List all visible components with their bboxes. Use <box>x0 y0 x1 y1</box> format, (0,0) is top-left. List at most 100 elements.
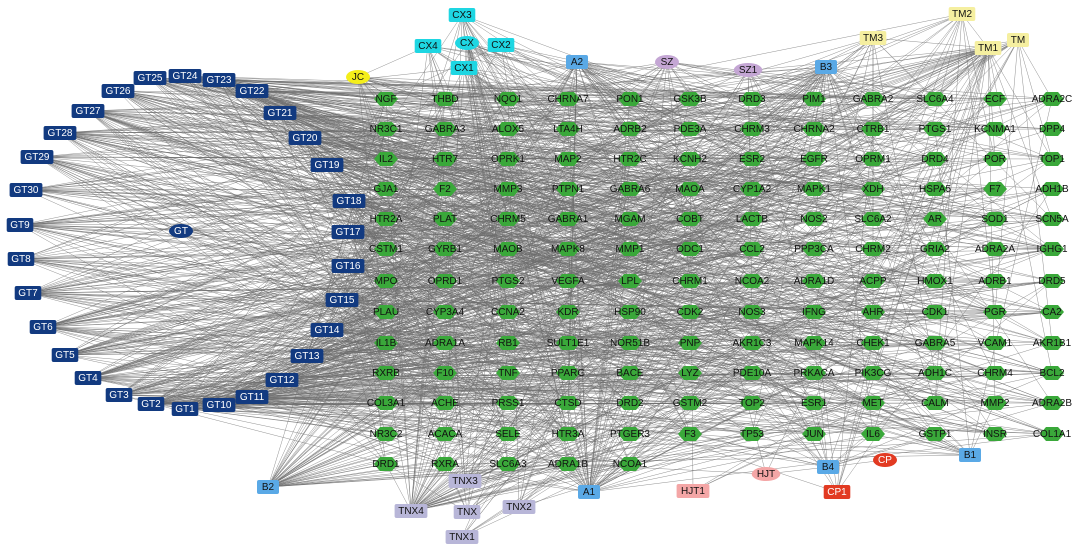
node-NCOA2[interactable]: NCOA2 <box>735 274 770 288</box>
node-GT14[interactable]: GT14 <box>310 323 344 337</box>
node-CTSD[interactable]: CTSD <box>554 396 582 410</box>
node-TNX3[interactable]: TNX3 <box>448 474 482 488</box>
node-INSR[interactable]: INSR <box>983 427 1007 441</box>
node-GSTM2[interactable]: GSTM2 <box>673 396 708 410</box>
node-JUN[interactable]: JUN <box>802 427 826 441</box>
node-MAP2[interactable]: MAP2 <box>554 152 582 166</box>
node-DPP4[interactable]: DPP4 <box>1039 122 1066 136</box>
node-CHRM4[interactable]: CHRM4 <box>977 366 1013 380</box>
node-GT4[interactable]: GT4 <box>74 371 102 385</box>
node-ESR1[interactable]: ESR1 <box>801 396 828 410</box>
node-PNP[interactable]: PNP <box>678 336 702 350</box>
node-GT11[interactable]: GT11 <box>235 390 269 404</box>
node-GABRA1[interactable]: GABRA1 <box>548 212 589 226</box>
node-PRKACA[interactable]: PRKACA <box>793 366 835 380</box>
node-F10[interactable]: F10 <box>433 366 457 380</box>
node-EGFR[interactable]: EGFR <box>800 152 828 166</box>
node-GT30[interactable]: GT30 <box>9 183 43 197</box>
node-GABRA5[interactable]: GABRA5 <box>915 336 956 350</box>
node-MMP2[interactable]: MMP2 <box>981 396 1010 410</box>
node-GT21[interactable]: GT21 <box>263 106 297 120</box>
node-IL1B[interactable]: IL1B <box>374 336 398 350</box>
node-MET[interactable]: MET <box>861 396 885 410</box>
node-NOS3[interactable]: NOS3 <box>738 305 766 319</box>
node-DRD2[interactable]: DRD2 <box>616 396 644 410</box>
node-MAPK14[interactable]: MAPK14 <box>794 336 834 350</box>
node-ADRA2A[interactable]: ADRA2A <box>975 242 1015 256</box>
node-GT19[interactable]: GT19 <box>310 158 344 172</box>
node-VEGFA[interactable]: VEGFA <box>551 274 585 288</box>
node-NR3C2[interactable]: NR3C2 <box>370 427 403 441</box>
node-HTR2A[interactable]: HTR2A <box>370 212 403 226</box>
node-PPP3CA[interactable]: PPP3CA <box>794 242 834 256</box>
node-GT28[interactable]: GT28 <box>43 126 77 140</box>
node-GSK3B[interactable]: GSK3B <box>673 92 707 106</box>
node-IGHG1[interactable]: IGHG1 <box>1036 242 1068 256</box>
node-PIM1[interactable]: PIM1 <box>802 92 826 106</box>
node-CX[interactable]: CX <box>455 36 479 50</box>
node-HJT1[interactable]: HJT1 <box>676 484 710 498</box>
node-MMP1[interactable]: MMP1 <box>616 242 645 256</box>
node-CA2[interactable]: CA2 <box>1040 305 1064 319</box>
node-RXRB[interactable]: RXRB <box>372 366 400 380</box>
node-GT10[interactable]: GT10 <box>202 398 236 412</box>
node-PTGS1[interactable]: PTGS1 <box>919 122 952 136</box>
node-IL2[interactable]: IL2 <box>374 152 398 166</box>
node-MAOA[interactable]: MAOA <box>675 182 705 196</box>
node-NQO1[interactable]: NQO1 <box>494 92 523 106</box>
node-MMP3[interactable]: MMP3 <box>494 182 523 196</box>
node-A2[interactable]: A2 <box>566 55 588 69</box>
node-F7[interactable]: F7 <box>983 182 1007 196</box>
node-GT13[interactable]: GT13 <box>290 349 324 363</box>
node-PPARG[interactable]: PPARG <box>551 366 585 380</box>
node-TNX2[interactable]: TNX2 <box>502 500 536 514</box>
node-B2[interactable]: B2 <box>257 480 279 494</box>
node-PON1[interactable]: PON1 <box>616 92 644 106</box>
node-ADRB1[interactable]: ADRB1 <box>978 274 1012 288</box>
node-CALM[interactable]: CALM <box>921 396 949 410</box>
node-LTA4H[interactable]: LTA4H <box>553 122 583 136</box>
node-SELE[interactable]: SELE <box>495 427 521 441</box>
node-SULT1E1[interactable]: SULT1E1 <box>547 336 590 350</box>
node-PLAU[interactable]: PLAU <box>373 305 399 319</box>
node-DRD3[interactable]: DRD3 <box>738 92 766 106</box>
node-PRSS1[interactable]: PRSS1 <box>492 396 525 410</box>
node-TNX[interactable]: TNX <box>453 505 481 519</box>
node-MPO[interactable]: MPO <box>374 274 398 288</box>
node-CCNA2[interactable]: CCNA2 <box>491 305 525 319</box>
node-KCNMA1[interactable]: KCNMA1 <box>974 122 1016 136</box>
node-ACHE[interactable]: ACHE <box>431 396 459 410</box>
node-GT24[interactable]: GT24 <box>168 69 202 83</box>
node-GT20[interactable]: GT20 <box>288 131 322 145</box>
node-ADRA2C[interactable]: ADRA2C <box>1032 92 1073 106</box>
node-GT23[interactable]: GT23 <box>202 73 236 87</box>
node-RXRA[interactable]: RXRA <box>431 457 459 471</box>
node-AKR1C3[interactable]: AKR1C3 <box>733 336 772 350</box>
node-B4[interactable]: B4 <box>817 460 839 474</box>
node-CX3[interactable]: CX3 <box>448 8 476 22</box>
node-ODC1[interactable]: ODC1 <box>676 242 704 256</box>
node-KCNH2[interactable]: KCNH2 <box>673 152 707 166</box>
node-HJT[interactable]: HJT <box>751 467 781 481</box>
node-PTGER3[interactable]: PTGER3 <box>610 427 650 441</box>
node-CDK2[interactable]: CDK2 <box>677 305 704 319</box>
node-ADH1C[interactable]: ADH1C <box>918 366 952 380</box>
node-GJA1[interactable]: GJA1 <box>373 182 399 196</box>
node-HMOX1[interactable]: HMOX1 <box>917 274 953 288</box>
node-F3[interactable]: F3 <box>678 427 702 441</box>
node-MAPK1[interactable]: MAPK1 <box>797 182 831 196</box>
node-AHR[interactable]: AHR <box>861 305 885 319</box>
node-GT2[interactable]: GT2 <box>137 397 165 411</box>
node-CP[interactable]: CP <box>873 453 897 467</box>
node-CHRNA7[interactable]: CHRNA7 <box>547 92 589 106</box>
node-F2[interactable]: F2 <box>433 182 457 196</box>
node-PLAT[interactable]: PLAT <box>433 212 457 226</box>
node-SLC6A3[interactable]: SLC6A3 <box>489 457 527 471</box>
node-POR[interactable]: POR <box>983 152 1007 166</box>
node-NR3C1[interactable]: NR3C1 <box>370 122 403 136</box>
node-NCOA1[interactable]: NCOA1 <box>613 457 648 471</box>
node-GABRA2[interactable]: GABRA2 <box>853 92 894 106</box>
node-GABRA3[interactable]: GABRA3 <box>425 122 466 136</box>
node-TOP2[interactable]: TOP2 <box>739 396 765 410</box>
node-JC[interactable]: JC <box>346 70 370 84</box>
